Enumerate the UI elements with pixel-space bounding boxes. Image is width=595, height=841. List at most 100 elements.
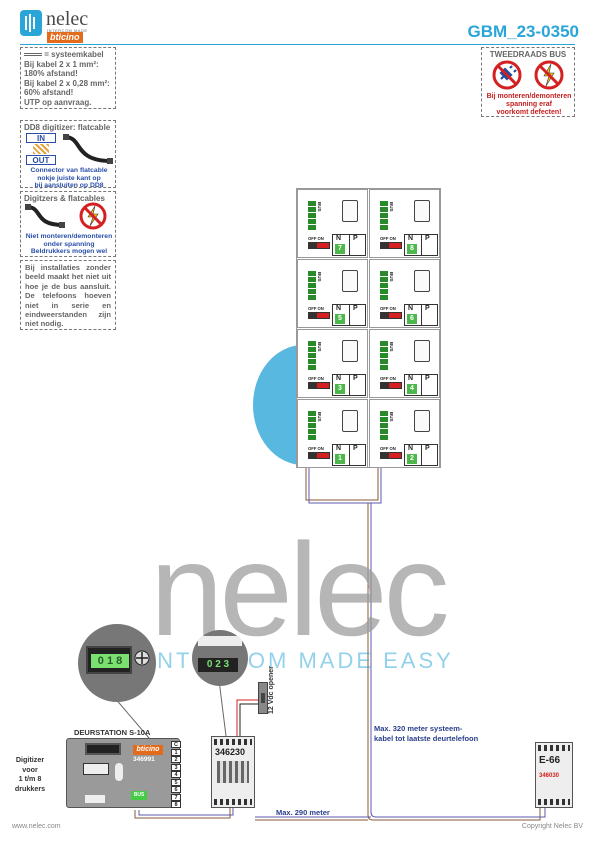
nelec-logo-mark-icon: [20, 10, 42, 36]
phone-p-label: P: [425, 445, 430, 452]
digitizers-note-line-3: Beldrukkers mogen wel: [30, 248, 108, 255]
door-station-terminal: 4: [171, 771, 181, 778]
max-system-note: Max. 320 meter systeem- kabel tot laatst…: [374, 724, 478, 743]
max-system-line-1: Max. 320 meter systeem-: [374, 724, 463, 733]
dd8-out-label: OUT: [26, 155, 56, 165]
phone-switch: [380, 242, 402, 249]
phone-np-box: N P 8: [404, 234, 438, 256]
phone-switch: [308, 452, 330, 459]
e66-top-terminals: [538, 745, 570, 751]
two-wire-note-line-1: Bij monteren/demonteren: [486, 93, 572, 100]
phone-unit: BUS OFF ON N P 8: [369, 189, 440, 258]
phone-handset-icon: [414, 410, 430, 432]
phone-terminal-block: [308, 410, 316, 440]
phone-handset-icon: [342, 270, 358, 292]
phone-number: 7: [335, 244, 345, 254]
phone-unit: BUS OFF ON N P 3: [297, 329, 368, 398]
nelec-logo: nelec INTERCOM MADE EASY bticino: [20, 9, 100, 43]
digitizers-note-title: Digitzers & flatcables: [24, 194, 105, 203]
install-note-text: Bij installaties zonder beeld maakt het …: [25, 263, 111, 329]
phone-off-on-label: OFF ON: [380, 236, 396, 241]
door-station-terminal: 7: [171, 793, 181, 801]
phone-p-label: P: [353, 235, 358, 242]
door-station-connector: [85, 743, 121, 755]
phone-handset-icon: [414, 270, 430, 292]
phone-np-box: N P 5: [332, 304, 366, 326]
two-wire-note: TWEEDRAADS BUS Bij monteren/demonteren s…: [481, 47, 575, 117]
phone-off-on-label: OFF ON: [308, 236, 324, 241]
phone-terminal-block: [380, 270, 388, 300]
power-supply-bottom-terminals: [214, 799, 252, 805]
phone-np-box: N P 2: [404, 444, 438, 466]
phone-unit: BUS OFF ON N P 6: [369, 259, 440, 328]
cable-note-line-1: Bij kabel 2 x 1 mm²:: [24, 59, 99, 69]
cable-note-line-2: 180% afstand!: [24, 69, 78, 79]
phone-number: 2: [407, 454, 417, 464]
e66-model: 346030: [539, 773, 560, 779]
e66-unit: E-66 346030: [535, 742, 573, 808]
no-plug-icon: [492, 60, 522, 90]
phone-np-box: N P 4: [404, 374, 438, 396]
dd8-note-line-3: bij aansluiten op DD8: [34, 182, 104, 189]
phone-switch: [380, 382, 402, 389]
phone-p-label: P: [353, 375, 358, 382]
phone-handset-icon: [342, 200, 358, 222]
phone-off-on-label: OFF ON: [380, 306, 396, 311]
phone-p-label: P: [425, 375, 430, 382]
flatcable-icon: [25, 204, 65, 228]
power-supply-display: [217, 761, 249, 783]
phone-np-box: N P 7: [332, 234, 366, 256]
door-opener: [258, 682, 268, 714]
phone-terminal-block: [380, 200, 388, 230]
phone-terminal-block: [308, 270, 316, 300]
digitizers-note-line-1: Niet monteren/demonteren: [25, 233, 113, 240]
header-rule: [20, 44, 575, 45]
phone-number: 6: [407, 314, 417, 324]
phone-terminal-block: [380, 410, 388, 440]
power-supply: 346230: [211, 736, 255, 808]
door-station-rotary: [115, 763, 123, 781]
digitizer-label-line-3: 1 t/m 8: [18, 774, 42, 783]
phone-terminal-block: [380, 340, 388, 370]
phone-n-label: N: [408, 445, 414, 452]
door-station-terminal: 8: [171, 801, 181, 808]
power-supply-model: 346230: [215, 747, 246, 757]
cable-note-line-5: UTP op aanvraag.: [24, 97, 92, 107]
phone-unit: BUS OFF ON N P 4: [369, 329, 440, 398]
phone-terminal-block: [308, 340, 316, 370]
phone-unit: BUS OFF ON N P 7: [297, 189, 368, 258]
phone-np-box: N P 6: [404, 304, 438, 326]
phone-handset-icon: [342, 410, 358, 432]
phone-off-on-label: OFF ON: [380, 376, 396, 381]
two-wire-note-title: TWEEDRAADS BUS: [489, 50, 567, 59]
dd8-note-line-2: nokje juiste kant op: [37, 174, 101, 182]
phone-number: 4: [407, 384, 417, 394]
rotary-switch-icon: [134, 650, 150, 666]
dd8-note-title: DD8 digitizer: flatcable: [24, 123, 111, 132]
max-system-line-2: kabel tot laatste deurtelefoon: [374, 733, 479, 743]
phone-handset-icon: [342, 340, 358, 362]
door-station-model: 346991: [133, 756, 155, 763]
phone-handset-icon: [414, 200, 430, 222]
digitizers-note: Digitzers & flatcables Niet monteren/dem…: [20, 191, 116, 257]
door-station-terminal: 6: [171, 786, 181, 793]
digitizer-label: Digitizer voor 1 t/m 8 drukkers: [4, 755, 56, 793]
door-station-bottom-connector: [85, 795, 105, 803]
phone-off-on-label: OFF ON: [308, 376, 324, 381]
document-code: GBM_23-0350: [467, 22, 579, 41]
phone-p-label: P: [425, 305, 430, 312]
e66-bottom-terminals: [538, 799, 570, 805]
cable-note-line-3: Bij kabel 2 x 0,28 mm²:: [24, 78, 110, 88]
watermark-word: nelec: [150, 516, 450, 663]
phone-n-label: N: [408, 375, 414, 382]
phone-switch: [308, 242, 330, 249]
footer-copyright: Copyright Nelec BV: [521, 823, 583, 830]
phone-number: 5: [335, 314, 345, 324]
no-voltage-icon: [534, 60, 564, 90]
install-note: Bij installaties zonder beeld maakt het …: [20, 260, 116, 330]
door-station-terminal: 2: [171, 756, 181, 763]
phone-number: 3: [335, 384, 345, 394]
